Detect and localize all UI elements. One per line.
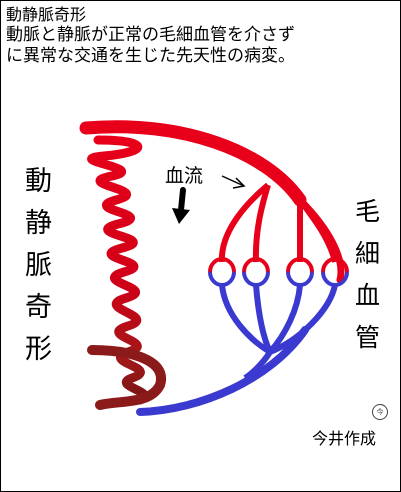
blood-flow-label: 血流 bbox=[165, 165, 203, 187]
credit-text: 今井作成 bbox=[312, 429, 377, 448]
capillary-char-2: 細 bbox=[355, 239, 380, 268]
nidus-shunt bbox=[87, 345, 167, 410]
capillary-vertical-label: 毛 細 血 管 bbox=[355, 197, 380, 352]
figure-description: 動脈と静脈が正常の毛細血管を介さず に異常な交通を生じた先天性の病変。 bbox=[6, 25, 396, 67]
avm-char-1: 動 bbox=[25, 166, 52, 197]
capillary-char-1: 毛 bbox=[355, 197, 380, 226]
capillary-loops bbox=[208, 257, 349, 287]
artery-arc bbox=[79, 120, 307, 207]
avm-char-3: 脈 bbox=[25, 250, 52, 281]
avm-char-5: 形 bbox=[25, 334, 52, 365]
down-arrow-icon bbox=[172, 187, 190, 224]
capillary-char-3: 血 bbox=[355, 281, 380, 310]
flow-pointer-arrow bbox=[221, 175, 246, 189]
description-line-1: 動脈と静脈が正常の毛細血管を介さず bbox=[6, 25, 295, 45]
avm-char-2: 静 bbox=[25, 208, 52, 239]
figure-title: 動静脈奇形 bbox=[6, 5, 87, 24]
avm-vertical-label: 動 静 脈 奇 形 bbox=[25, 166, 52, 365]
stamp-icon: 今 bbox=[372, 404, 388, 420]
description-line-2: に異常な交通を生じた先天性の病変。 bbox=[6, 46, 295, 66]
capillary-char-4: 管 bbox=[355, 323, 380, 352]
avm-char-4: 奇 bbox=[25, 292, 52, 323]
